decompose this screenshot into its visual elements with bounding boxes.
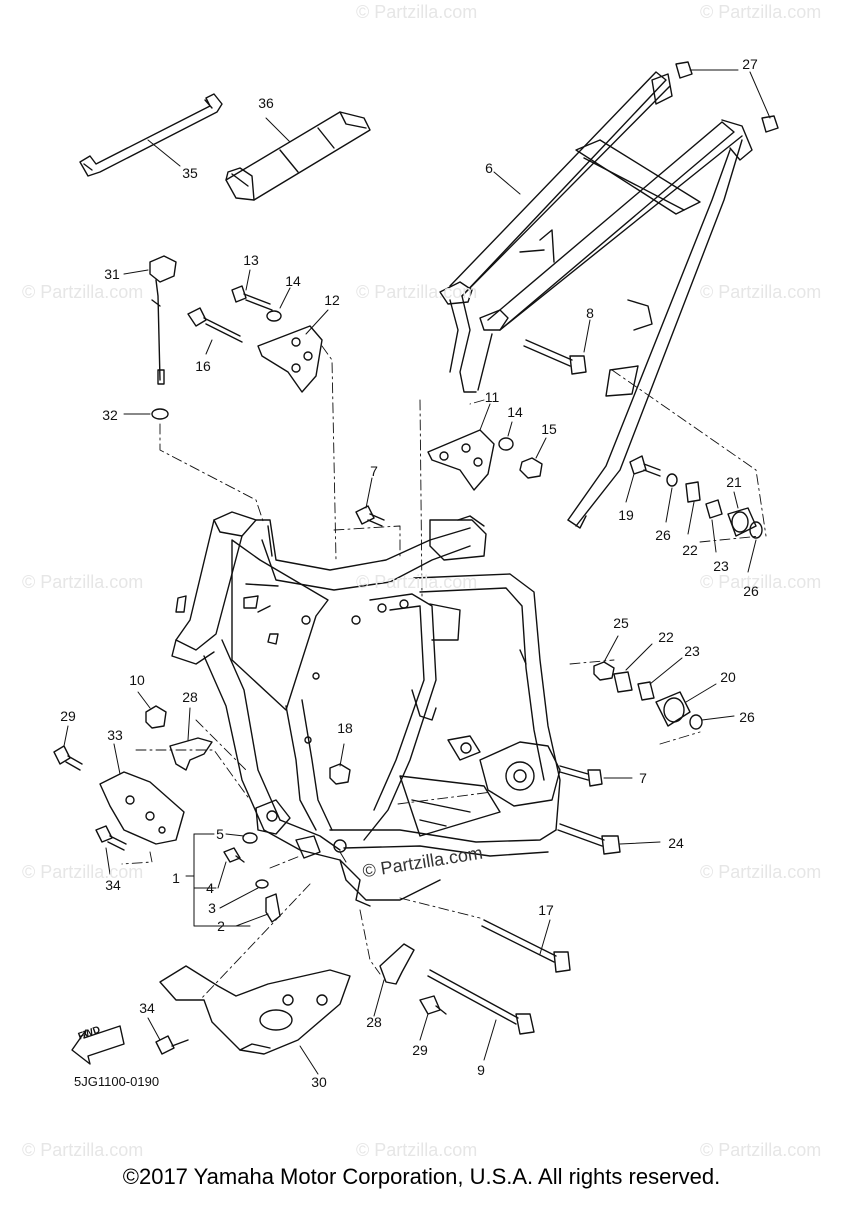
callout-28b: 28 xyxy=(366,1014,382,1030)
callout-1: 1 xyxy=(172,870,180,886)
washer-26c xyxy=(689,714,703,730)
callout-16: 16 xyxy=(195,358,211,374)
engine-bracket-11 xyxy=(427,429,495,491)
sensor-2 xyxy=(265,893,281,923)
washer-5 xyxy=(242,832,258,844)
callout-23a: 23 xyxy=(713,558,729,574)
callout-4: 4 xyxy=(206,880,214,896)
callout-5: 5 xyxy=(216,826,224,842)
callout-8: 8 xyxy=(586,305,594,321)
callout-22a: 22 xyxy=(682,542,698,558)
collar-23b xyxy=(637,681,655,701)
part-code: 5JG1100-0190 xyxy=(74,1074,160,1089)
callout-7b: 7 xyxy=(639,770,647,786)
washer-14b xyxy=(498,437,514,451)
callout-24: 24 xyxy=(668,835,684,851)
callout-27: 27 xyxy=(742,56,758,72)
alignment-lines xyxy=(121,345,767,1001)
callout-30: 30 xyxy=(311,1074,327,1090)
callout-9: 9 xyxy=(477,1062,485,1078)
leader-lines xyxy=(63,69,771,1075)
collar-22a xyxy=(685,481,701,503)
bolt-29b xyxy=(419,995,447,1015)
bolt-7a xyxy=(355,505,385,527)
copyright-notice: ©2017 Yamaha Motor Corporation, U.S.A. A… xyxy=(122,1164,721,1189)
callout-26c: 26 xyxy=(739,709,755,725)
collar-22b xyxy=(613,671,633,693)
callout-26a: 26 xyxy=(655,527,671,543)
bolt-29a xyxy=(53,745,83,771)
bolt-34b xyxy=(155,1035,189,1055)
bolt-16 xyxy=(187,307,243,343)
nut-10 xyxy=(145,705,167,729)
callout-14b: 14 xyxy=(507,404,523,420)
washer-26b xyxy=(749,521,763,539)
callout-22b: 22 xyxy=(658,629,674,645)
callout-25: 25 xyxy=(613,615,629,631)
bolt-24 xyxy=(557,823,621,855)
callout-11: 11 xyxy=(484,389,500,405)
damper-20 xyxy=(655,691,691,727)
oring-3 xyxy=(255,879,269,889)
dipstick-gasket xyxy=(151,408,169,420)
washer-14a xyxy=(266,310,282,322)
callout-7: 7 xyxy=(370,463,378,479)
callout-34b: 34 xyxy=(139,1000,155,1016)
guard-33 xyxy=(99,771,185,845)
callout-17: 17 xyxy=(538,902,554,918)
bolt-7b xyxy=(559,765,603,787)
collar-23a xyxy=(705,499,723,519)
callout-6: 6 xyxy=(485,160,493,176)
callout-15: 15 xyxy=(541,421,557,437)
damper-21 xyxy=(727,507,757,537)
callout-32: 32 xyxy=(102,407,118,423)
callout-33: 33 xyxy=(107,727,123,743)
rear-subframe xyxy=(439,71,753,529)
callout-12: 12 xyxy=(324,292,340,308)
spanner-tool xyxy=(79,93,223,177)
bracket-28a xyxy=(169,737,213,771)
callout-18: 18 xyxy=(337,720,353,736)
engine-bracket-12 xyxy=(257,325,323,393)
fwd-arrow xyxy=(71,1025,125,1065)
callout-2: 2 xyxy=(217,918,225,934)
main-frame xyxy=(171,511,561,907)
callout-35: 35 xyxy=(182,165,198,181)
bolt-13 xyxy=(231,285,273,311)
cap-27b xyxy=(761,115,779,133)
skid-plate-30 xyxy=(159,965,351,1055)
cap-27a xyxy=(675,61,693,79)
callout-29a: 29 xyxy=(60,708,76,724)
nut-18 xyxy=(329,763,351,785)
callout-13: 13 xyxy=(243,252,259,268)
bolt-19 xyxy=(629,455,661,477)
bolt-9 xyxy=(427,969,535,1035)
bolt-17 xyxy=(481,919,571,973)
callout-28a: 28 xyxy=(182,689,198,705)
nut-15 xyxy=(519,457,543,479)
callout-21: 21 xyxy=(726,474,742,490)
washer-26a xyxy=(666,473,678,487)
oil-dipstick xyxy=(149,255,177,385)
callout-14: 14 xyxy=(285,273,301,289)
callout-19: 19 xyxy=(618,507,634,523)
bolt-8 xyxy=(523,339,587,375)
callout-34a: 34 xyxy=(105,877,121,893)
screw-4 xyxy=(223,847,245,863)
callout-29b: 29 xyxy=(412,1042,428,1058)
bolt-34a xyxy=(95,825,127,851)
callout-36: 36 xyxy=(258,95,274,111)
bracket-28b xyxy=(379,943,415,985)
callout-31: 31 xyxy=(104,266,120,282)
callout-10: 10 xyxy=(129,672,145,688)
box-wrench-tool xyxy=(225,111,371,201)
nut-25 xyxy=(593,661,615,681)
callout-26b: 26 xyxy=(743,583,759,599)
callout-3: 3 xyxy=(208,900,216,916)
callout-20: 20 xyxy=(720,669,736,685)
callout-23b: 23 xyxy=(684,643,700,659)
